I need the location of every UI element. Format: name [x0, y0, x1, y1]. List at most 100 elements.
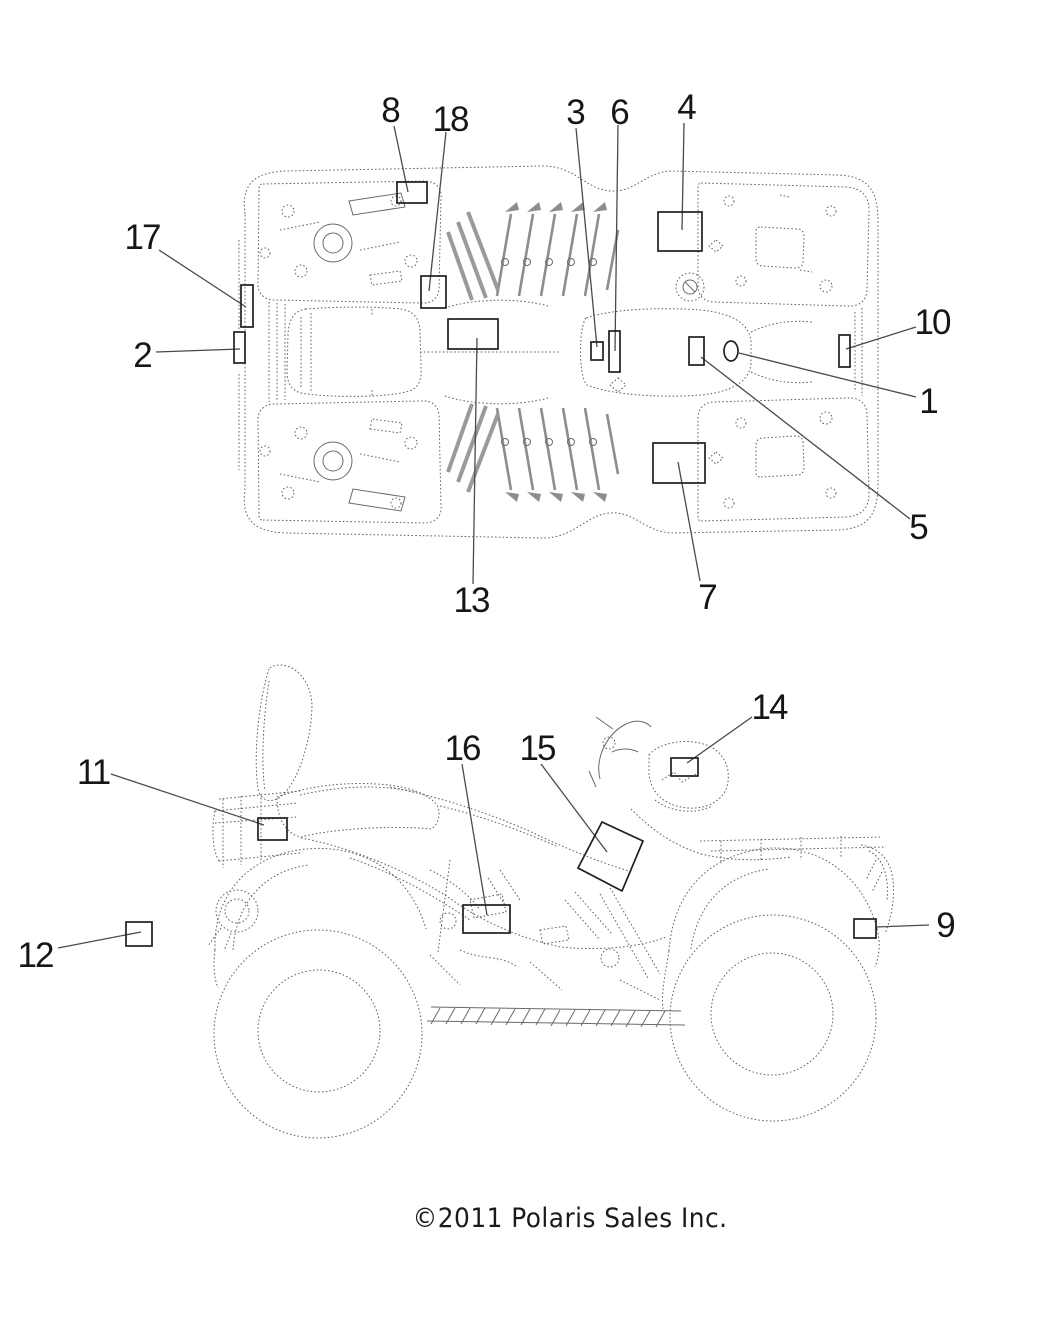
- footwell-tread-upper: [446, 202, 620, 301]
- footwell-tread-upper-stroke: [567, 258, 575, 266]
- front-wheel-stroke: [710, 952, 834, 1076]
- callout-12-leader-line: [57, 931, 142, 949]
- headlight-pod-stroke: [648, 741, 729, 809]
- muffler-stroke: [207, 927, 232, 952]
- callout-1-leader-line: [738, 352, 917, 398]
- rear-rack-side-stroke: [212, 794, 262, 868]
- rear-side-rails: [854, 308, 863, 396]
- callout-8-number: 8: [381, 91, 399, 130]
- rear-rack-lower-stroke: [825, 487, 837, 499]
- engine-frame-detail-stroke: [469, 893, 570, 945]
- callout-9-number: 9: [936, 906, 954, 945]
- backrest-and-seat-stroke: [299, 786, 416, 796]
- callout-16-leader-line: [461, 763, 488, 916]
- decal-5-location-box: [688, 336, 705, 366]
- footwell-tread-upper-stroke: [495, 213, 620, 297]
- callout-11-leader-line: [110, 773, 265, 826]
- engine-frame-detail-stroke: [459, 891, 613, 991]
- rear-rack-upper: [697, 182, 870, 307]
- footwell-tread-upper-stroke: [527, 202, 541, 212]
- footwell-tread-upper-stroke: [505, 202, 519, 212]
- rear-rack-lower-stroke: [708, 451, 724, 465]
- callout-9-leader-line: [875, 924, 930, 928]
- footwell-tread-lower-stroke: [446, 403, 500, 493]
- front-rack-lower-stroke: [390, 497, 402, 509]
- backrest-and-seat-stroke: [276, 783, 440, 838]
- decal-16-location-box: [462, 904, 511, 934]
- callout-17-number: 17: [125, 218, 160, 257]
- rear-rack-lower-stroke: [723, 497, 735, 509]
- rear-rack-lower-stroke: [697, 397, 870, 522]
- front-rack-upper-stroke: [257, 180, 442, 304]
- footwell-tread-upper-stroke: [545, 258, 553, 266]
- front-rack-upper-stroke: [279, 221, 403, 286]
- copyright-notice: ©2011 Polaris Sales Inc.: [412, 1203, 728, 1234]
- front-rack-side-stroke: [720, 836, 842, 864]
- callout-3-number: 3: [566, 93, 584, 132]
- muffler-stroke: [224, 898, 250, 924]
- decal-18-location-box: [420, 275, 447, 309]
- rear-rack-upper-stroke: [825, 205, 837, 217]
- footwell-tread-upper-stroke: [593, 202, 607, 212]
- callout-14-number: 14: [752, 688, 788, 727]
- seat-top-view: [268, 302, 422, 402]
- front-rack-lower-stroke: [294, 426, 308, 440]
- front-rack-lower-stroke: [313, 441, 353, 481]
- tank-pod-area-stroke: [609, 377, 627, 393]
- callout-1-number: 1: [919, 382, 937, 421]
- callout-4-leader-line: [681, 122, 685, 231]
- front-rack-upper-stroke: [348, 192, 406, 216]
- front-rack-lower-stroke: [279, 418, 403, 483]
- callout-8-leader-line: [393, 125, 409, 193]
- decal-13-location-box: [447, 318, 499, 350]
- tank-pod-area-stroke: [682, 279, 698, 295]
- decal-12-location-box: [125, 921, 153, 947]
- callout-13-leader-line: [472, 337, 478, 585]
- front-rack-lower-stroke: [257, 400, 442, 524]
- decal-3-location-box: [590, 341, 604, 361]
- engine-frame-detail: [429, 859, 661, 1001]
- decal-14-location-box: [670, 757, 699, 777]
- callout-10-leader-line: [845, 326, 917, 350]
- callout-3-leader-line: [575, 127, 598, 348]
- side-view-drawing: [207, 664, 894, 1139]
- decal-9-location-box: [853, 918, 877, 939]
- callout-17-leader-line: [158, 249, 247, 308]
- seat-top-view-stroke: [300, 309, 373, 397]
- callout-6-leader-line: [614, 124, 619, 352]
- callout-12-number: 12: [18, 936, 53, 975]
- muffler: [207, 889, 259, 952]
- rear-rack-upper-stroke: [755, 226, 805, 269]
- footwell-tread-lower-stroke: [501, 438, 509, 446]
- muffler-stroke: [215, 889, 259, 933]
- backrest-and-seat-stroke: [262, 680, 270, 792]
- vehicle-line-art: [207, 165, 894, 1139]
- callout-2-number: 2: [133, 336, 151, 375]
- rear-fender: [213, 847, 427, 989]
- callout-15-leader-line: [540, 763, 608, 853]
- rear-rack-lower-stroke: [735, 417, 747, 429]
- decal-17-location-box: [240, 284, 254, 328]
- tank-pod-area-stroke: [580, 308, 752, 397]
- footwell-tread-lower-stroke: [549, 492, 563, 502]
- front-rack-lower-stroke: [404, 436, 418, 450]
- footwell-tread-upper-stroke: [446, 211, 500, 301]
- tank-pod-area-stroke: [684, 281, 696, 293]
- handlebars-stroke: [602, 736, 616, 750]
- footwell-tread-upper-stroke: [501, 258, 509, 266]
- footwell-tread-lower-stroke: [589, 438, 597, 446]
- rear-rack-lower-stroke: [819, 411, 833, 425]
- decal-11-location-box: [257, 817, 288, 841]
- tank-pod-area-stroke: [750, 320, 813, 384]
- footwell-tread-lower-stroke: [567, 438, 575, 446]
- callout-4-number: 4: [677, 88, 696, 127]
- footwell-tread-lower-stroke: [571, 492, 585, 502]
- footwell-tread-upper-stroke: [571, 202, 585, 212]
- seat-top-view-stroke: [286, 306, 422, 397]
- front-rack-side-stroke: [630, 808, 792, 861]
- front-rack-lower: [257, 400, 442, 524]
- body-side-panels-stroke: [349, 857, 471, 921]
- top-view-body-outline: [243, 165, 879, 539]
- front-rack-upper-stroke: [313, 223, 353, 263]
